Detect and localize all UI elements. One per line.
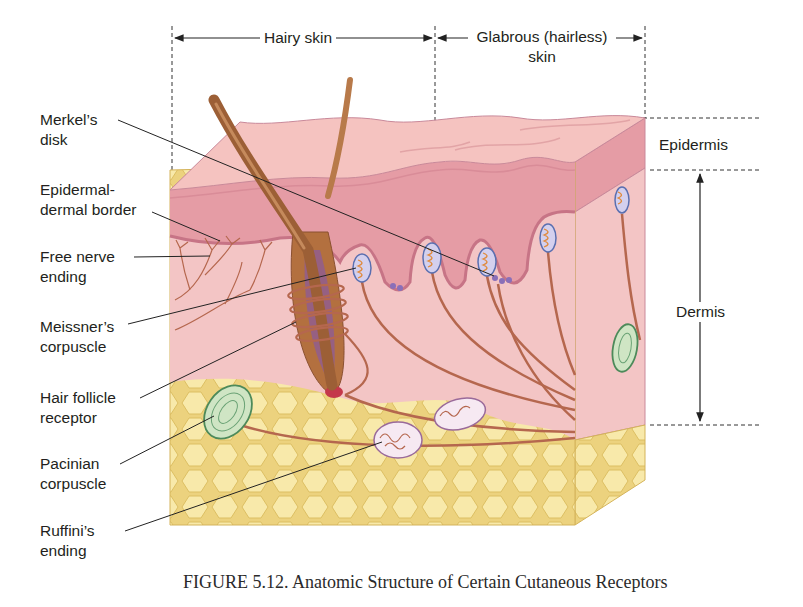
part-name: Merkel’s disk bbox=[40, 110, 112, 150]
nerve-coil bbox=[295, 324, 348, 343]
merkel-disk bbox=[499, 278, 505, 284]
nerve-fiber bbox=[622, 214, 640, 340]
layer-label: Dermis bbox=[672, 302, 729, 322]
leader-line bbox=[134, 256, 210, 257]
leader-line bbox=[120, 416, 214, 464]
dimension-label: Hairy skin bbox=[260, 28, 336, 48]
part-name: Ruffini’s ending bbox=[40, 521, 122, 561]
guide-line bbox=[172, 26, 173, 190]
part-name: Pacinian corpuscle bbox=[40, 454, 130, 494]
nerve-coil bbox=[358, 192, 622, 278]
basal-layer bbox=[170, 211, 575, 290]
nerve-fiber bbox=[175, 240, 272, 330]
hair-follicle-receptor bbox=[287, 282, 367, 395]
meissner-corpuscle bbox=[615, 187, 629, 213]
part-name: Meissner’s corpuscle bbox=[40, 317, 132, 357]
nerve-fiber bbox=[175, 236, 240, 300]
leader-line bbox=[128, 268, 356, 324]
part-name: Free nerve ending bbox=[40, 247, 135, 287]
pacinian-corpuscle bbox=[194, 376, 262, 448]
leader-line bbox=[152, 212, 220, 241]
leader-line bbox=[125, 442, 382, 531]
lamella bbox=[215, 397, 241, 426]
ruffini-endings bbox=[374, 393, 489, 458]
lamella bbox=[204, 387, 251, 437]
layer-label: Epidermis bbox=[659, 135, 728, 155]
pacinian-corpuscle bbox=[609, 322, 641, 373]
nerve-fiber bbox=[498, 284, 575, 420]
side-fat bbox=[575, 425, 645, 525]
merkels-disks bbox=[390, 275, 512, 291]
guide-line bbox=[650, 425, 762, 426]
merkel-disk bbox=[390, 283, 396, 289]
hair-highlight bbox=[216, 104, 304, 248]
part-name: Epidermal-dermal border bbox=[40, 180, 152, 220]
hair-shaft bbox=[328, 80, 350, 196]
leader-line bbox=[140, 322, 296, 398]
side-dermis bbox=[575, 168, 645, 440]
part-name: Hair follicle receptor bbox=[40, 388, 140, 428]
nerve-fiber bbox=[362, 282, 575, 410]
nerve-bundle bbox=[240, 214, 640, 446]
merkel-disk bbox=[506, 277, 512, 283]
guide-line bbox=[650, 170, 762, 171]
surface-ridges bbox=[400, 120, 630, 152]
dimension-label: Glabrous (hairless) skin bbox=[468, 27, 616, 67]
leader-line bbox=[118, 120, 494, 276]
figure-caption: FIGURE 5.12. Anatomic Structure of Certa… bbox=[183, 571, 667, 593]
nerve-coil bbox=[380, 406, 470, 449]
lamella bbox=[616, 332, 633, 364]
guide-line bbox=[645, 26, 646, 118]
free-nerve-endings bbox=[175, 236, 272, 330]
ruffini-ending bbox=[431, 393, 489, 435]
nerve-fiber bbox=[548, 252, 575, 375]
guide-line bbox=[435, 26, 436, 122]
nerve-fiber bbox=[345, 334, 368, 395]
hair-shaft bbox=[214, 100, 332, 385]
dimension-arrow bbox=[699, 174, 700, 421]
leader-lines bbox=[118, 120, 494, 531]
merkel-disk bbox=[397, 285, 403, 291]
